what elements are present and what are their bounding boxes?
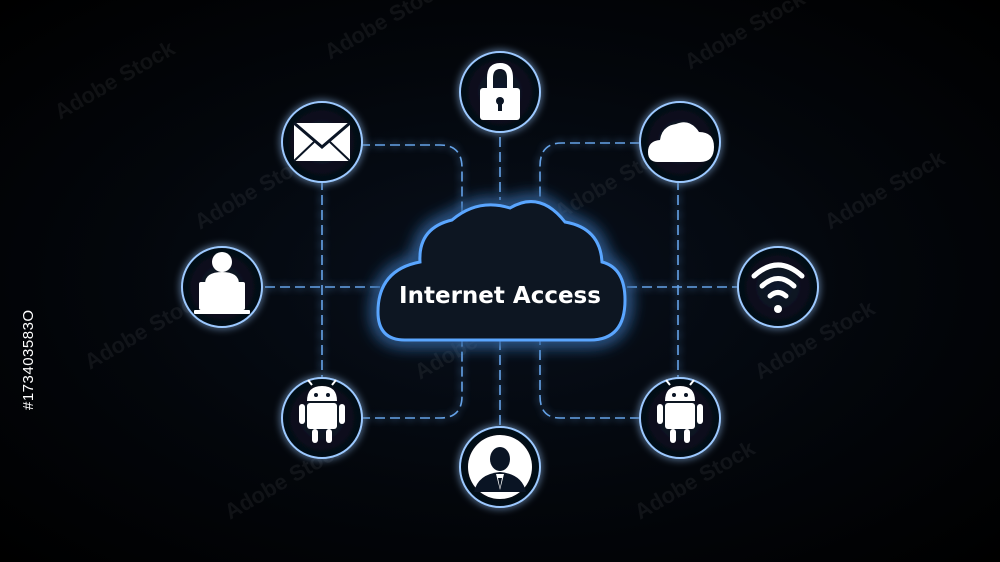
user-laptop-icon [194, 252, 250, 314]
central-cloud-label: Internet Access [399, 283, 601, 309]
cloud-icon [648, 122, 714, 162]
android-icon [657, 379, 703, 443]
node-lock [459, 51, 541, 133]
central-cloud-shape [376, 200, 627, 342]
android-icon [299, 379, 345, 443]
svg-text:Adobe Stock: Adobe Stock [50, 35, 180, 124]
node-user-laptop [181, 246, 263, 328]
node-cloud [639, 101, 721, 183]
envelope-icon [293, 121, 351, 162]
stock-id-label: #173403583O [20, 309, 37, 410]
connector-android-left [360, 330, 463, 419]
svg-text:Adobe Stock: Adobe Stock [820, 145, 950, 234]
node-businessman [459, 426, 541, 508]
connector-cloud [539, 142, 640, 215]
lock-icon [480, 63, 520, 120]
svg-text:Adobe Stock: Adobe Stock [680, 0, 810, 74]
node-android-right [639, 377, 721, 459]
svg-text:Adobe Stock: Adobe Stock [320, 0, 450, 64]
connector-mail [360, 144, 463, 215]
wifi-icon [751, 262, 805, 313]
node-android-left [281, 377, 363, 459]
node-mail [281, 101, 363, 183]
central-cloud: Internet Access [376, 200, 627, 342]
businessman-icon [468, 435, 532, 499]
node-wifi [737, 246, 819, 328]
connector-android-right [539, 330, 640, 419]
connector-lines [265, 122, 737, 427]
